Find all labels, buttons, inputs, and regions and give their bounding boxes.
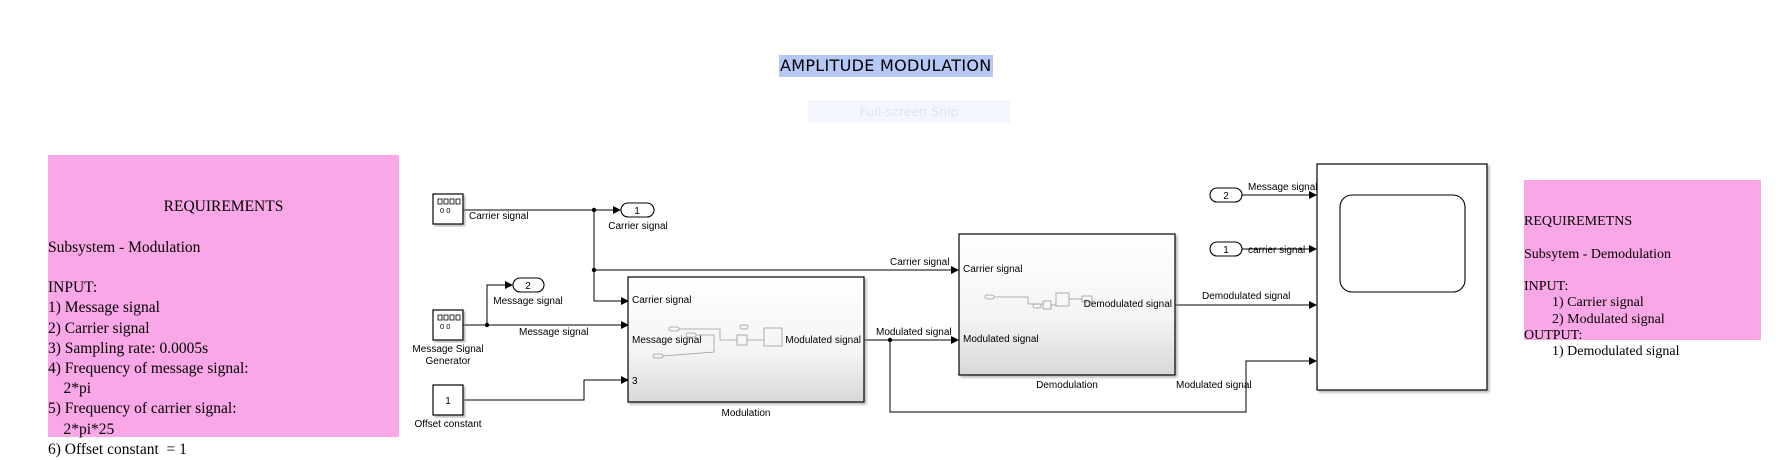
svg-text:0 0: 0 0 [440, 206, 450, 215]
branch-dot [484, 322, 490, 328]
branch-dot [591, 267, 597, 273]
demodulation-port-modulated: Modulated signal [963, 334, 1039, 345]
model-title: AMPLITUDE MODULATION [779, 55, 993, 77]
message-generator-label-1: Message Signal [412, 344, 483, 355]
modulation-port-out: Modulated signal [785, 335, 861, 346]
scope-block[interactable] [1316, 163, 1488, 391]
svg-text:0 0: 0 0 [440, 322, 450, 331]
signal-lines [463, 191, 1317, 413]
signal-label-demodulated: Demodulated signal [1202, 291, 1290, 302]
branch-dot [591, 207, 597, 213]
message-generator-label-2: Generator [425, 356, 471, 367]
requirements-note-body: Subsystem - Modulation INPUT: 1) Message… [48, 238, 249, 458]
demodulation-block-label: Demodulation [1036, 380, 1098, 391]
signal-label-from-message: Message signal [1248, 182, 1317, 193]
goto-message-tag: 2 [525, 281, 531, 292]
goto-message-label: Message signal [493, 296, 562, 307]
signal-label-carrier: Carrier signal [469, 211, 528, 222]
signal-label-carrier-to-demod: Carrier signal [890, 257, 949, 268]
branch-dot [887, 337, 893, 343]
modulation-preview-icon [652, 324, 783, 359]
carrier-signal-generator-block[interactable]: 0 0 [432, 193, 464, 225]
modulation-port-carrier: Carrier signal [632, 295, 691, 306]
from-message-tag: 2 [1223, 191, 1229, 202]
branch-points [484, 207, 893, 343]
modulated-branch-to-scope[interactable] [889, 340, 1317, 413]
offset-line[interactable] [463, 376, 629, 401]
signal-label-message: Message signal [519, 327, 588, 338]
offset-constant-block[interactable]: 1 [432, 384, 464, 416]
from-carrier-tag: 1 [1223, 245, 1229, 256]
requirements-note-title: REQUIREMENTS [163, 198, 284, 216]
signal-label-modulated-to-scope: Modulated signal [1176, 380, 1252, 391]
requirements-note-demod-body: REQUIREMETNS Subsytem - Demodulation INP… [1524, 214, 1680, 360]
signal-label-from-carrier: carrier signal [1248, 245, 1305, 256]
scope-screen [1339, 194, 1466, 293]
from-carrier-block[interactable]: 1 [1209, 241, 1243, 257]
full-screen-snip-overlay[interactable]: Full-screen Snip [808, 100, 1010, 123]
modulation-port-3: 3 [632, 376, 638, 387]
goto-carrier-label: Carrier signal [608, 221, 667, 232]
modulation-subsystem-block[interactable] [627, 276, 865, 403]
modulation-port-message: Message signal [632, 335, 701, 346]
goto-message-block[interactable]: 2 [512, 277, 545, 293]
goto-carrier-tag: 1 [634, 206, 640, 217]
requirements-note-demodulation[interactable]: REQUIREMETNS Subsytem - Demodulation INP… [1524, 180, 1761, 359]
demodulation-port-carrier: Carrier signal [963, 264, 1022, 275]
from-message-block[interactable]: 2 [1209, 187, 1243, 203]
demodulation-preview-icon [984, 292, 1093, 310]
offset-constant-label: Offset constant [414, 419, 481, 430]
message-signal-generator-block[interactable]: 0 0 [432, 309, 464, 341]
message-branch-to-goto[interactable] [486, 281, 513, 325]
modulation-block-label: Modulation [722, 408, 771, 419]
goto-carrier-block[interactable]: 1 [620, 202, 655, 218]
demodulation-subsystem-block[interactable] [958, 233, 1176, 376]
offset-constant-value: 1 [445, 396, 451, 407]
signal-label-modulated: Modulated signal [876, 327, 952, 338]
carrier-branch-to-modulation[interactable] [593, 210, 629, 305]
demodulation-port-out: Demodulated signal [1084, 299, 1172, 310]
requirements-note-modulation[interactable]: REQUIREMENTS Subsystem - Modulation INPU… [48, 155, 399, 458]
